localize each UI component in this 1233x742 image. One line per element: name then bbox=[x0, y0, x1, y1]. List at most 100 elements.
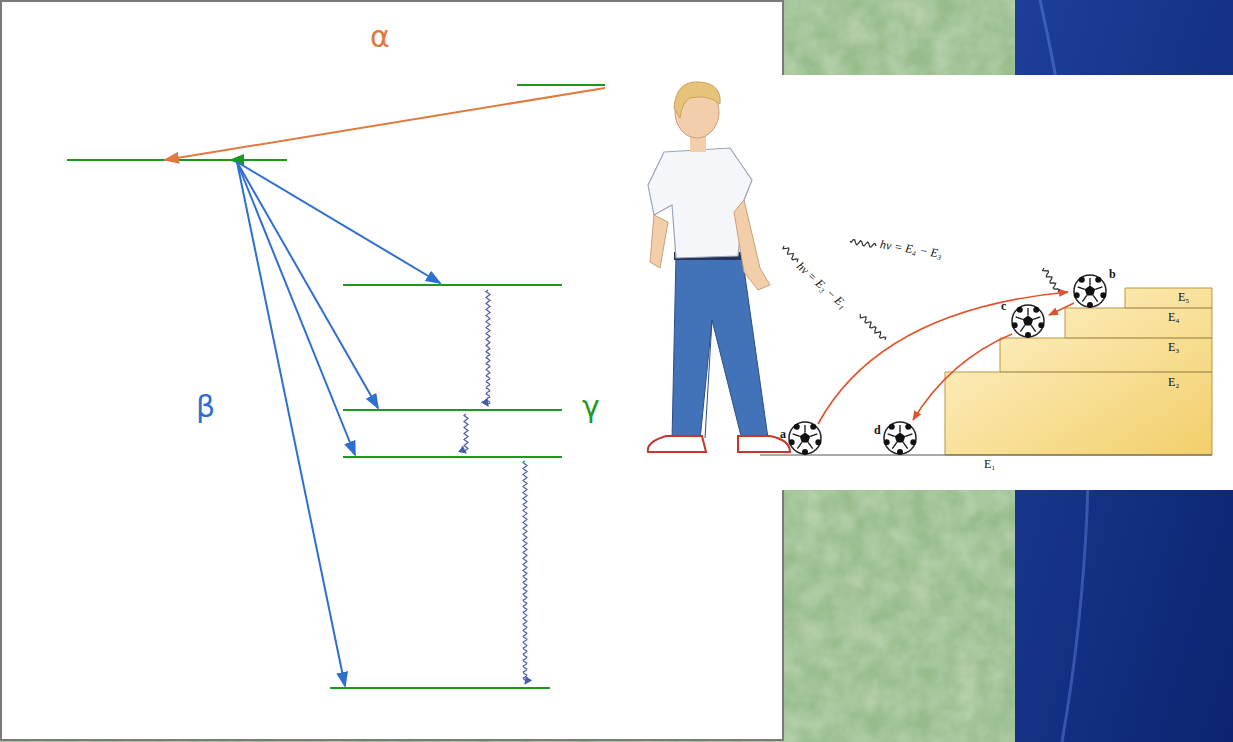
gamma-ray bbox=[486, 290, 490, 406]
ball-seam bbox=[903, 442, 907, 448]
photon-wave bbox=[1043, 268, 1060, 292]
energy-level-label: E₄ bbox=[1168, 311, 1180, 325]
transition-arrow bbox=[913, 334, 1012, 420]
ball-seam bbox=[1078, 287, 1085, 289]
ball-patch bbox=[897, 449, 903, 455]
beta-arrow bbox=[237, 162, 355, 455]
ball-patch bbox=[1079, 277, 1085, 283]
gamma-ray bbox=[464, 414, 468, 453]
ball-outline bbox=[1074, 275, 1106, 307]
ball-patch bbox=[889, 424, 895, 430]
ball-seam bbox=[804, 425, 805, 433]
ball-patch bbox=[802, 449, 808, 455]
jeans-seam bbox=[705, 320, 712, 438]
soccer-ball bbox=[884, 422, 917, 455]
beta-arrow bbox=[237, 162, 378, 408]
ball-seam bbox=[1027, 308, 1028, 316]
ball-seam bbox=[810, 434, 817, 436]
ball-outline bbox=[884, 422, 916, 454]
photon-wave bbox=[860, 314, 886, 340]
ball-seam bbox=[1089, 278, 1090, 286]
ball-patch bbox=[815, 439, 821, 445]
beta-arrow bbox=[237, 162, 345, 686]
photon-wave bbox=[850, 240, 876, 247]
alpha-arrow bbox=[165, 88, 605, 160]
ball-patch bbox=[895, 433, 905, 443]
ball-patch bbox=[1087, 302, 1093, 308]
ball-patch bbox=[1095, 277, 1101, 283]
energy-level bbox=[343, 456, 562, 458]
ball-seam bbox=[892, 442, 896, 448]
step-line bbox=[1125, 308, 1212, 309]
photon-wave bbox=[783, 246, 798, 262]
transition-arrow bbox=[818, 292, 1068, 424]
ball-patch bbox=[810, 424, 816, 430]
energy-level bbox=[330, 687, 550, 689]
gamma-label: γ bbox=[582, 390, 600, 425]
staircase bbox=[945, 288, 1212, 455]
ball-outline bbox=[789, 422, 821, 454]
beta-arrows bbox=[237, 162, 440, 686]
ball-seam bbox=[1082, 295, 1086, 301]
ball-seam bbox=[1020, 325, 1024, 331]
soccer-ball bbox=[789, 422, 822, 455]
ball-seam bbox=[808, 442, 812, 448]
hair bbox=[674, 82, 720, 118]
ball-seam bbox=[888, 434, 895, 436]
ball-patch bbox=[905, 424, 911, 430]
ball-outline bbox=[1012, 305, 1044, 337]
step-line bbox=[1000, 372, 1212, 373]
man-figure bbox=[648, 82, 790, 452]
ball-label: d bbox=[874, 424, 881, 438]
energy-level-label: E₂ bbox=[1168, 376, 1180, 390]
energy-level bbox=[343, 409, 562, 411]
ball-patch bbox=[1017, 307, 1023, 313]
energy-level-label: E₅ bbox=[1178, 291, 1190, 305]
ball-patch bbox=[1074, 292, 1080, 298]
shoe bbox=[648, 436, 706, 452]
energy-levels bbox=[67, 85, 605, 688]
step-line bbox=[1065, 338, 1212, 339]
alpha-label: α bbox=[370, 20, 390, 55]
ball-patch bbox=[794, 424, 800, 430]
soccer-ball bbox=[1074, 275, 1107, 308]
gamma-ray bbox=[523, 461, 527, 684]
ball-seam bbox=[1033, 317, 1040, 319]
ball-patch bbox=[800, 433, 810, 443]
ball-label: c bbox=[1001, 300, 1006, 314]
ball-patch bbox=[884, 439, 890, 445]
ball-patch bbox=[789, 439, 795, 445]
arm bbox=[650, 215, 668, 268]
ball-patch bbox=[910, 439, 916, 445]
inset-picture bbox=[605, 75, 1233, 490]
ball-patch bbox=[1025, 332, 1031, 338]
ball-patch bbox=[1038, 322, 1044, 328]
beta-label: β bbox=[196, 390, 215, 425]
ground-line bbox=[760, 455, 1212, 456]
ball-patch bbox=[1023, 316, 1033, 326]
ball-patch bbox=[1085, 286, 1095, 296]
energy-level bbox=[67, 159, 287, 161]
energy-level-label: E₁ bbox=[984, 458, 996, 472]
soccer-ball bbox=[1012, 305, 1045, 338]
ball-patch bbox=[1012, 322, 1018, 328]
beta-arrow bbox=[237, 162, 440, 283]
ball-seam bbox=[1095, 287, 1102, 289]
arm bbox=[734, 200, 770, 290]
ball-seam bbox=[1031, 325, 1035, 331]
energy-level-label: E₃ bbox=[1168, 341, 1180, 355]
ball-seam bbox=[797, 442, 801, 448]
ball-seam bbox=[1093, 295, 1097, 301]
ball-label: a bbox=[780, 428, 786, 442]
ball-seam bbox=[1016, 317, 1023, 319]
ball-patch bbox=[1100, 292, 1106, 298]
transition-arrow bbox=[1049, 303, 1074, 315]
energy-level bbox=[343, 284, 562, 286]
ball-seam bbox=[905, 434, 912, 436]
transition-arrows bbox=[818, 292, 1074, 424]
ball-seam bbox=[793, 434, 800, 436]
